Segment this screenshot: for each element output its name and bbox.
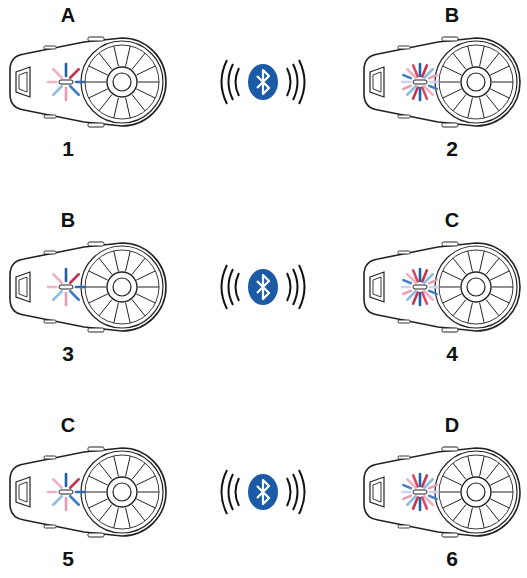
- device-pair: [10, 242, 520, 332]
- device-letter: C: [61, 415, 75, 435]
- step-number: 2: [446, 138, 458, 159]
- device-pair: [10, 447, 520, 537]
- step-number: 1: [62, 138, 74, 159]
- step-number: 4: [446, 343, 458, 364]
- step-number: 6: [446, 548, 458, 569]
- device-letter: B: [61, 210, 75, 230]
- device-letter: A: [61, 5, 75, 25]
- device-letter: D: [445, 415, 459, 435]
- device-letter: C: [445, 210, 459, 230]
- step-number: 5: [62, 548, 74, 569]
- device-pair: [10, 37, 520, 127]
- step-number: 3: [62, 343, 74, 364]
- device-letter: B: [445, 5, 459, 25]
